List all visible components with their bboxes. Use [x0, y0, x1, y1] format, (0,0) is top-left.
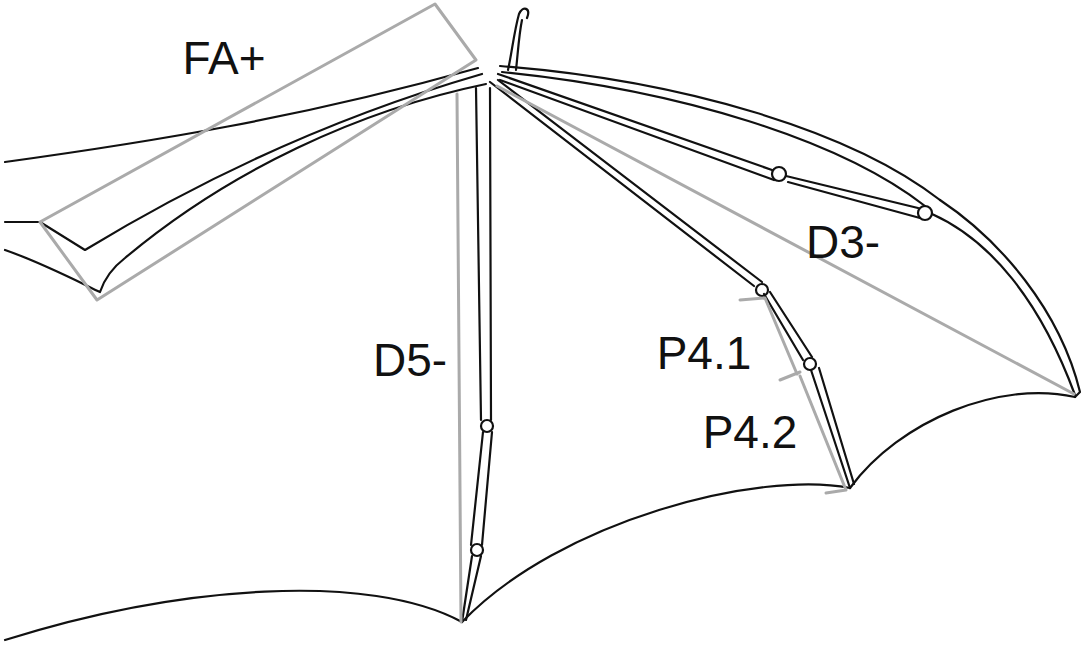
forearm: [5, 84, 486, 292]
joint: [756, 284, 768, 296]
thumb: [508, 9, 528, 70]
second-digit: [500, 66, 940, 200]
joint: [804, 358, 816, 370]
joint: [471, 544, 483, 556]
wing-outline: [5, 9, 1080, 640]
measurement-lines: [40, 4, 1074, 622]
joint: [481, 420, 493, 432]
p41-bracket-tick: [780, 372, 800, 380]
d5-measure-line: [457, 94, 461, 622]
trailing-edge: [462, 484, 850, 622]
measurement-label: D3-: [806, 219, 880, 265]
p42-bracket: [800, 376, 846, 493]
fifth-digit: [462, 88, 483, 622]
leading-edge: [940, 200, 1080, 397]
second-digit: [502, 72, 925, 206]
trailing-edge: [850, 393, 1075, 488]
measurement-label: FA+: [182, 35, 265, 81]
thumb: [516, 20, 522, 70]
joint: [918, 206, 932, 220]
fourth-digit: [498, 80, 854, 484]
measurement-label: P4.2: [703, 409, 798, 455]
d3-measure-line: [497, 86, 1074, 394]
fifth-digit: [466, 88, 492, 620]
leading-edge: [5, 68, 478, 162]
measurement-label: P4.1: [657, 330, 752, 376]
measurement-label: D5-: [373, 337, 447, 383]
joint: [772, 167, 786, 181]
trailing-edge: [5, 591, 462, 640]
forearm-measure-box: [40, 4, 476, 300]
